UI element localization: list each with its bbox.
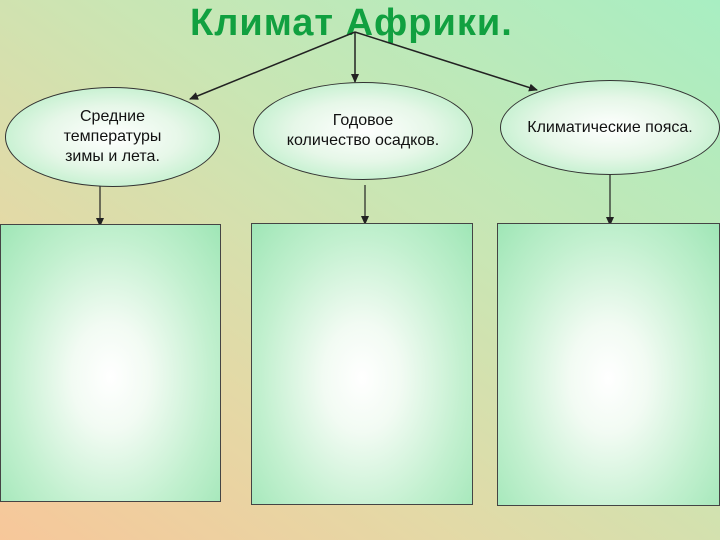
diagram-title: Климат Африки. [190,2,513,44]
node-precipitation-label: Годовое количество осадков. [286,112,440,149]
answer-box-climate-zones[interactable] [497,223,720,506]
node-climate-zones-label: Климатические пояса. [527,118,693,136]
node-climate-zones: Климатические пояса. [500,80,720,175]
node-temperatures-label: Средние температуры зимы и лета. [63,108,162,165]
node-precipitation: Годовое количество осадков. [253,82,473,180]
arrow-to-node-1 [189,31,356,100]
answer-box-temperatures[interactable] [0,224,221,502]
answer-box-precipitation[interactable] [251,223,473,505]
node-temperatures: Средние температуры зимы и лета. [5,87,220,187]
arrow-to-node-3 [354,31,538,92]
